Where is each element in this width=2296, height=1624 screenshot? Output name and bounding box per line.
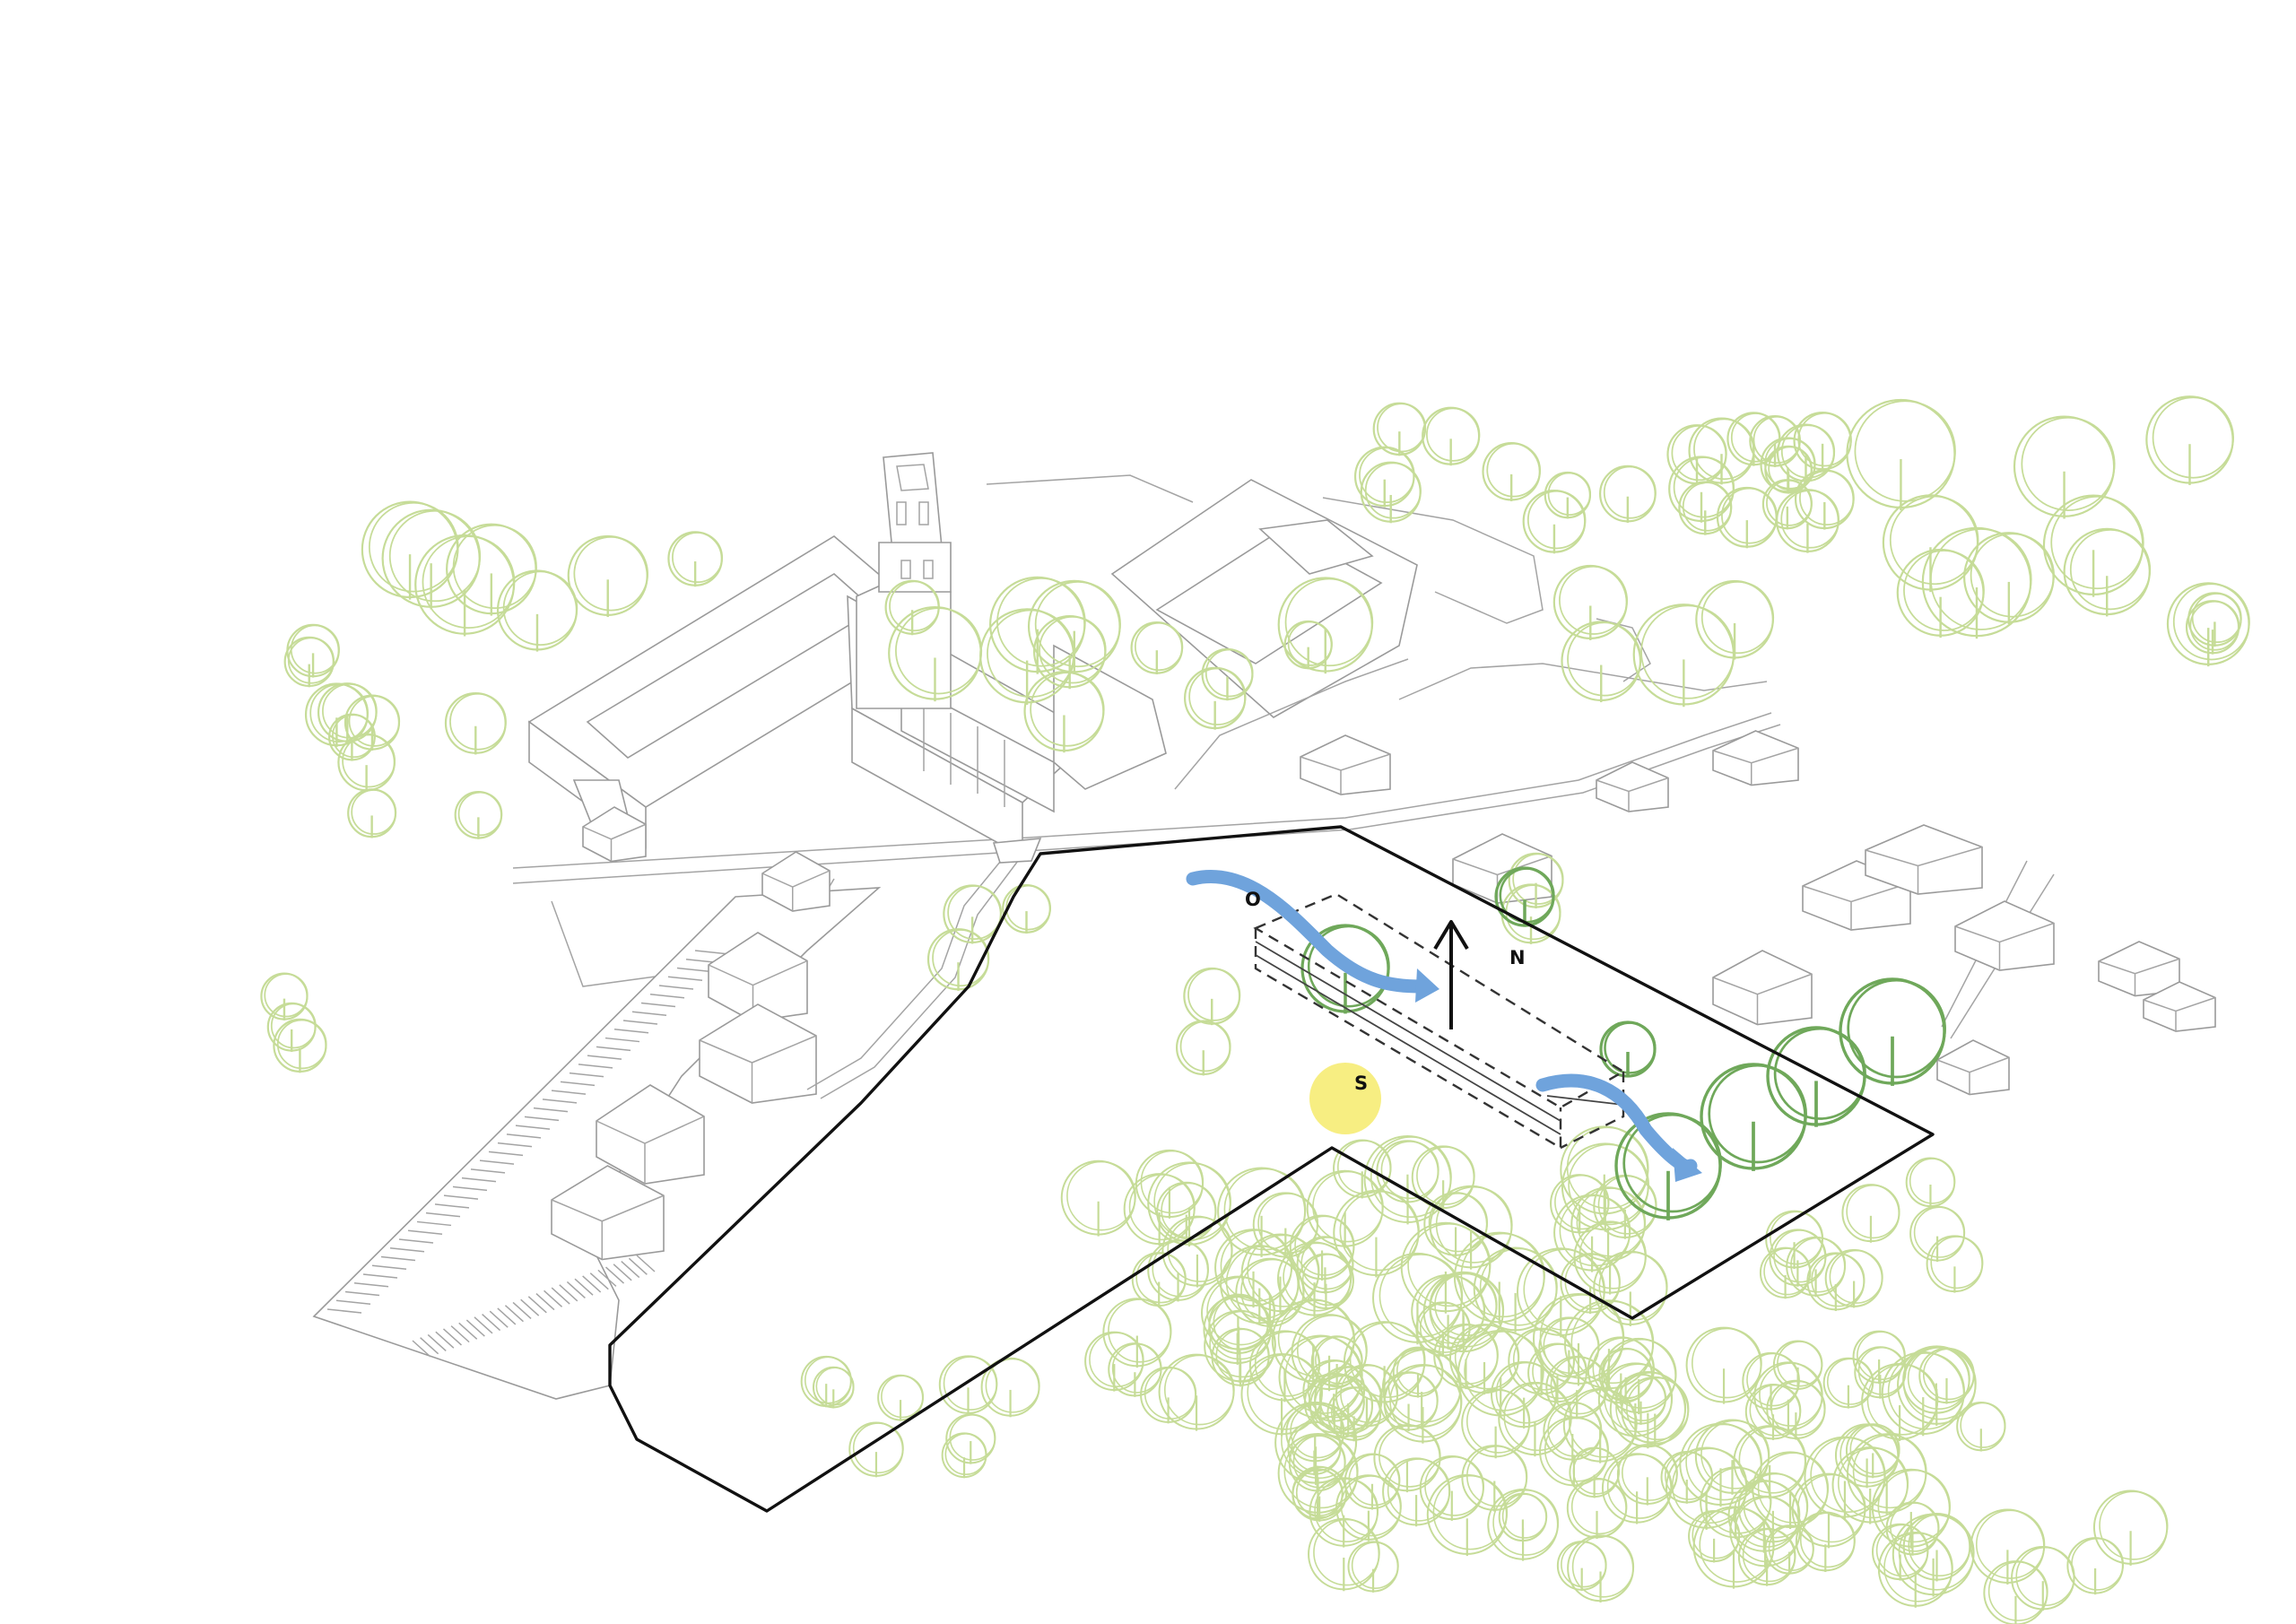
wind-arrow-east: [1535, 1073, 1702, 1182]
context-building-complex: [527, 452, 1768, 858]
site-access-path: [806, 838, 1042, 1099]
context-houses: [551, 730, 2216, 1261]
south-label: S: [1354, 1073, 1368, 1094]
west-label: O: [1245, 889, 1261, 910]
wind-arrow-west: [1186, 870, 1439, 1003]
north-label: N: [1509, 947, 1526, 968]
tree-canopy: [260, 395, 2250, 1624]
sun-icon: [1309, 1063, 1381, 1134]
site-boundary: [608, 825, 1935, 1513]
north-arrow: [1433, 920, 1469, 1029]
